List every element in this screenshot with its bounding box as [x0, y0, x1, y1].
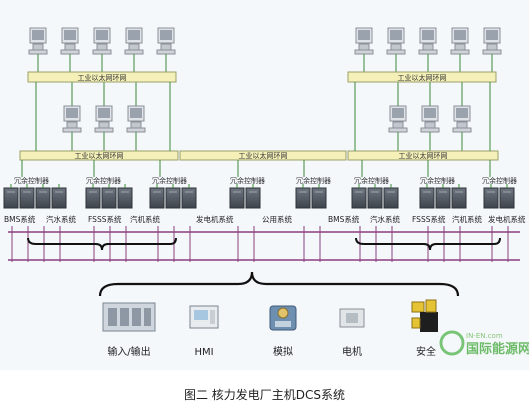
- workstation-icon: [418, 27, 438, 55]
- controller-label: 冗余控制器: [420, 176, 455, 185]
- controller-cabinet: [483, 184, 499, 209]
- server-icon: [420, 105, 440, 133]
- io-label-safety: 安全: [416, 345, 436, 358]
- workstation-icon: [450, 27, 470, 55]
- system-label: 发电机系统: [196, 214, 234, 224]
- ethernet-ring-top-right: 工业以太网环网: [347, 71, 497, 83]
- controller-cabinet: [383, 184, 399, 209]
- ring-label: 工业以太网环网: [239, 151, 288, 160]
- controller-cabinet: [245, 184, 261, 209]
- controller-label: 冗余控制器: [354, 176, 389, 185]
- server-icon: [126, 105, 146, 133]
- workstation-icon: [124, 27, 144, 55]
- controller-label: 冗余控制器: [296, 176, 331, 185]
- io-rack-icon: [102, 302, 156, 332]
- controller-cabinet: [35, 184, 51, 209]
- server-icon: [94, 105, 114, 133]
- system-label: 汽水系统: [46, 214, 76, 224]
- workstation-icon: [156, 27, 176, 55]
- system-label: FSSS系统: [412, 214, 446, 224]
- controller-label: 冗余控制器: [14, 176, 49, 185]
- ring-label: 工业以太网环网: [75, 151, 124, 160]
- system-label: 发电机系统: [488, 214, 526, 224]
- controller-cabinet: [101, 184, 117, 209]
- system-label: 汽机系统: [452, 214, 482, 224]
- controller-cabinet: [19, 184, 35, 209]
- io-label-hmi: HMI: [194, 347, 213, 358]
- controller-label: 冗余控制器: [86, 176, 121, 185]
- controller-cabinet: [51, 184, 67, 209]
- workstation-icon: [386, 27, 406, 55]
- ring-label: 工业以太网环网: [398, 73, 447, 82]
- safety-valve-icon: [411, 299, 438, 332]
- system-label: BMS系统: [328, 214, 360, 224]
- controller-cabinet: [351, 184, 367, 209]
- field-buses: [8, 231, 520, 261]
- watermark-logo: IN-EN.com 国际能源网: [439, 330, 529, 357]
- ring-label: 工业以太网环网: [399, 151, 448, 160]
- io-label-motor: 电机: [342, 345, 362, 358]
- hmi-panel-icon: [189, 305, 219, 329]
- system-label: FSSS系统: [88, 214, 122, 224]
- controller-cabinet: [229, 184, 245, 209]
- controller-cabinet: [295, 184, 311, 209]
- controller-cabinet: [149, 184, 165, 209]
- workstation-icon: [482, 27, 502, 55]
- system-label: 汽水系统: [370, 214, 400, 224]
- motor-icon: [339, 308, 365, 328]
- controller-cabinet: [435, 184, 451, 209]
- controller-label: 冗余控制器: [152, 176, 187, 185]
- system-label: 公用系统: [262, 214, 292, 224]
- ethernet-ring-top-left: 工业以太网环网: [27, 71, 177, 83]
- figure-caption: 图二 核力发电厂主机DCS系统: [183, 388, 346, 402]
- controller-cabinet: [3, 184, 19, 209]
- server-icon: [62, 105, 82, 133]
- controller-label: 冗余控制器: [482, 176, 517, 185]
- workstation-icon: [92, 27, 112, 55]
- system-label: 汽机系统: [130, 214, 160, 224]
- controller-cabinet: [419, 184, 435, 209]
- controller-label: 冗余控制器: [230, 176, 265, 185]
- server-icon: [452, 105, 472, 133]
- io-label-analog: 模拟: [273, 345, 293, 358]
- ethernet-ring-lower: 工业以太网环网 工业以太网环网 工业以太网环网: [19, 150, 499, 161]
- controller-cabinet: [499, 184, 515, 209]
- server-icon: [388, 105, 408, 133]
- workstation-icon: [60, 27, 80, 55]
- workstation-icon: [28, 27, 48, 55]
- controller-cabinet: [181, 184, 197, 209]
- controller-cabinet: [165, 184, 181, 209]
- controller-cabinet: [311, 184, 327, 209]
- watermark-small: IN-EN.com: [466, 332, 503, 340]
- dcs-architecture-diagram: 工业以太网环网 工业以太网环网 工业以太网环网 工业以太网环网 工业以太网环网 …: [3, 27, 529, 358]
- workstation-icon: [354, 27, 374, 55]
- ring-label: 工业以太网环网: [78, 73, 127, 82]
- controller-cabinet: [451, 184, 467, 209]
- group-brackets: [27, 237, 501, 297]
- system-label: BMS系统: [4, 214, 36, 224]
- analog-device-icon: [269, 305, 297, 331]
- trunk-lines: [35, 82, 491, 151]
- controller-cabinet: [367, 184, 383, 209]
- controller-cabinet: [85, 184, 101, 209]
- controller-cabinet: [117, 184, 133, 209]
- watermark-large: 国际能源网: [466, 341, 529, 357]
- io-label-input-output: 输入/输出: [107, 345, 150, 358]
